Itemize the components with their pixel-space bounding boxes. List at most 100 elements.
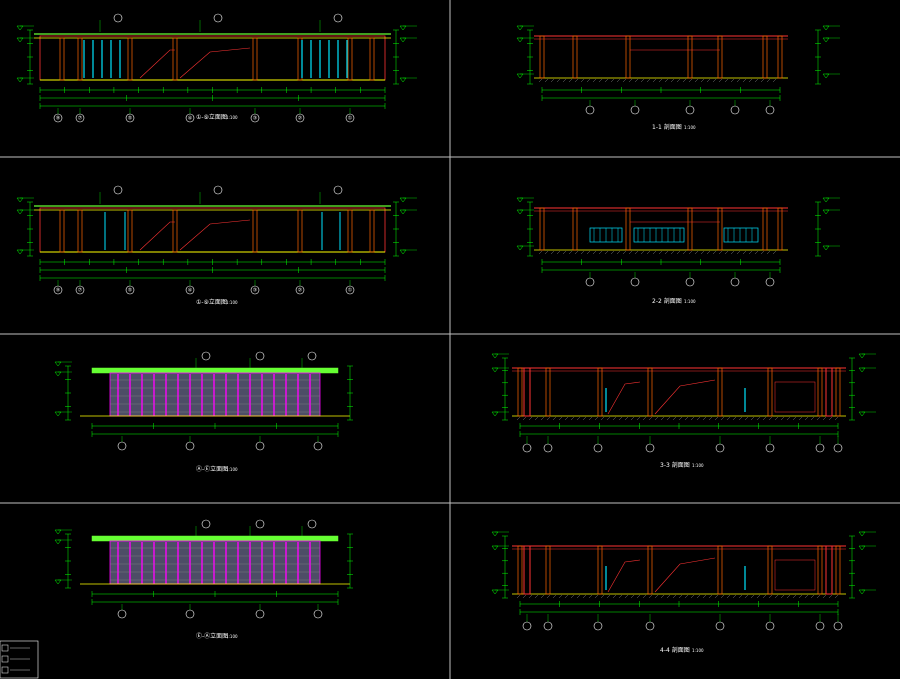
ground-hatch <box>688 78 693 83</box>
ground-hatch <box>768 594 773 599</box>
grid-bubble-icon <box>185 441 195 451</box>
ground-hatch <box>570 416 575 421</box>
ground-hatch <box>564 594 569 599</box>
ground-hatch <box>670 250 675 255</box>
ground-hatch <box>550 250 555 255</box>
scale-elev-side-2: 1:100 <box>226 634 238 639</box>
legend-box-icon <box>1 644 9 652</box>
ground-hatch <box>724 250 729 255</box>
ground-hatch <box>756 416 761 421</box>
scale-section-1-1: 1:100 <box>684 125 696 130</box>
section-wall <box>717 35 723 79</box>
ground-hatch <box>810 594 815 599</box>
ground-hatch <box>540 416 545 421</box>
section-wall <box>717 207 723 251</box>
ground-hatch <box>646 78 651 83</box>
ground-hatch <box>568 250 573 255</box>
ground-hatch <box>750 594 755 599</box>
grid-label: ⑤ <box>128 288 132 294</box>
section-wall <box>647 367 653 417</box>
legend <box>0 640 39 679</box>
ground-hatch <box>630 594 635 599</box>
ground-hatch <box>750 416 755 421</box>
ground-hatch <box>652 250 657 255</box>
ground-hatch <box>610 78 615 83</box>
ground-hatch <box>660 594 665 599</box>
grid-bubble-icon <box>730 105 740 115</box>
ground-hatch <box>522 416 527 421</box>
column <box>127 37 133 81</box>
grid-label: ④ <box>188 116 193 122</box>
ramp-line <box>654 557 716 593</box>
ground-hatch <box>696 416 701 421</box>
ground-hatch <box>640 78 645 83</box>
ground-hatch <box>822 594 827 599</box>
legend-box-icon <box>1 655 9 663</box>
ground-hatch <box>768 416 773 421</box>
grid-bubble-icon <box>201 519 211 529</box>
ground-hatch <box>738 416 743 421</box>
ground-hatch <box>718 250 723 255</box>
grid-bubble-icon <box>53 285 63 295</box>
interior-partition <box>633 227 685 243</box>
ground-hatch <box>598 78 603 83</box>
ground-hatch <box>676 78 681 83</box>
grid-bubble-icon <box>765 443 775 453</box>
ground-hatch <box>576 416 581 421</box>
section-wall <box>517 545 523 595</box>
grid-bubble-icon <box>543 621 553 631</box>
ground-hatch <box>628 78 633 83</box>
grid-bubble-icon <box>815 443 825 453</box>
grid-bubble-icon <box>295 113 305 123</box>
ground-hatch <box>622 250 627 255</box>
scale-section-2-2: 1:100 <box>684 299 696 304</box>
ground-hatch <box>634 78 639 83</box>
ground-hatch <box>756 594 761 599</box>
grid-bubble-icon <box>685 105 695 115</box>
grid-bubble-icon <box>765 105 775 115</box>
grid-bubble-icon <box>75 113 85 123</box>
ground-hatch <box>786 594 791 599</box>
section-wall <box>597 367 603 417</box>
ground-hatch <box>792 416 797 421</box>
section-wall <box>687 207 693 251</box>
ground-hatch <box>634 250 639 255</box>
drawing-elev-side-1 <box>54 351 353 451</box>
ground-hatch <box>582 416 587 421</box>
section-wall <box>835 545 841 595</box>
ground-hatch <box>574 78 579 83</box>
ground-hatch <box>780 594 785 599</box>
drawing-titles: ①-⑨立面图 1:100 1-1 剖面图 1:100 ①-⑨立面图 1:100 … <box>196 113 704 654</box>
ground-hatch <box>690 594 695 599</box>
ground-hatch <box>612 594 617 599</box>
ground-hatch <box>678 594 683 599</box>
section-wall <box>777 35 783 79</box>
ground-hatch <box>684 594 689 599</box>
section-wall <box>539 207 545 251</box>
ground-hatch <box>606 594 611 599</box>
ground-hatch <box>636 416 641 421</box>
grid-bubble-icon <box>585 105 595 115</box>
ground-hatch <box>810 416 815 421</box>
ground-hatch <box>748 250 753 255</box>
ground-hatch <box>702 594 707 599</box>
ground-hatch <box>792 594 797 599</box>
ground-hatch <box>552 594 557 599</box>
ground-hatch <box>630 416 635 421</box>
section-wall <box>817 367 823 417</box>
ground-hatch <box>712 250 717 255</box>
ground-hatch <box>670 78 675 83</box>
ground-hatch <box>594 416 599 421</box>
grid-bubble-icon <box>765 621 775 631</box>
column <box>127 209 133 253</box>
column <box>172 209 178 253</box>
ground-hatch <box>550 78 555 83</box>
column <box>252 37 258 81</box>
grid-bubble-icon <box>125 113 135 123</box>
ground-hatch <box>562 250 567 255</box>
ground-hatch <box>558 594 563 599</box>
ground-hatch <box>654 416 659 421</box>
ground-hatch <box>834 416 839 421</box>
column <box>77 37 83 81</box>
